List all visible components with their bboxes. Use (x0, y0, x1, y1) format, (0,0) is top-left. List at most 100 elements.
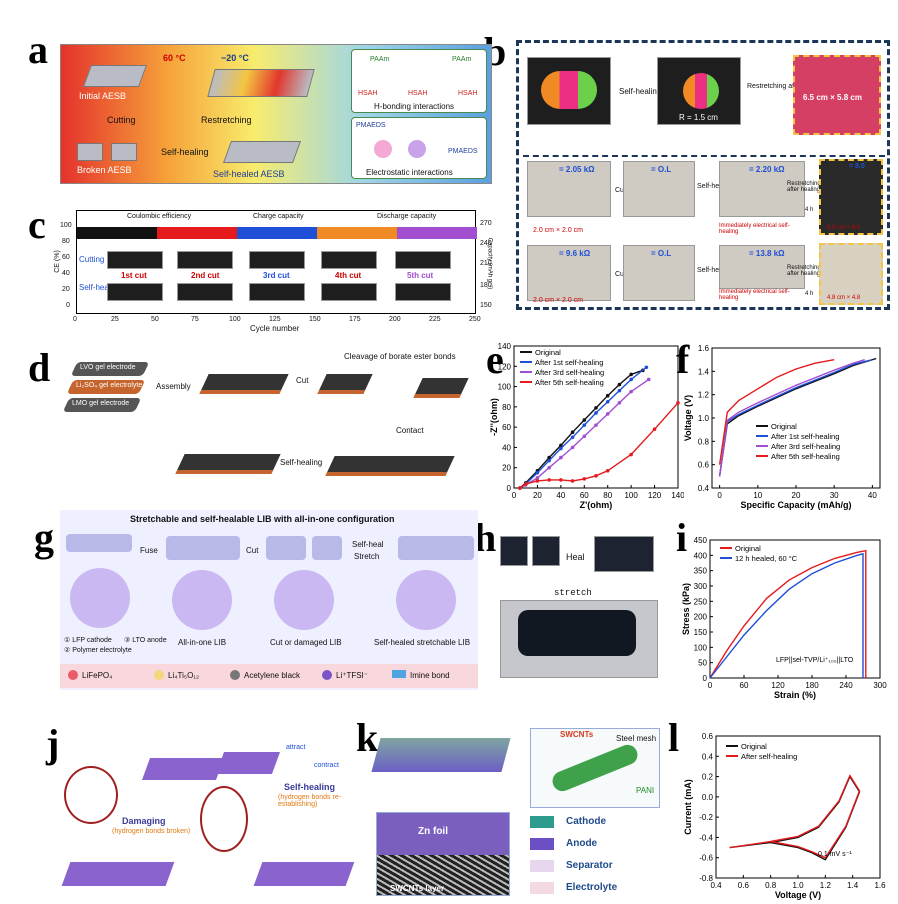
panel-label-h: h (474, 515, 497, 560)
label-hsah-2: HSAH (408, 90, 428, 97)
g-legend-bar (60, 664, 478, 688)
g-healed-label: Self-healed stretchable LIB (374, 638, 471, 647)
data-point (570, 445, 575, 450)
k-steel: Steel mesh (616, 734, 657, 743)
label-r2-res2: = 13.8 kΩ (749, 249, 785, 258)
g-circle-3 (274, 570, 334, 630)
panel-label-d: d (28, 345, 51, 390)
panel-k: SWCNTs Steel mesh PANI Zn foil SWCNTs la… (370, 722, 670, 898)
label-healed: Self-healed AESB (213, 169, 285, 179)
g-cut: Cut (246, 546, 259, 555)
label-r2-imm: Immediately electrical self-healing (719, 289, 790, 301)
g-legend-lto-dot (154, 670, 164, 680)
g-circle-1 (70, 568, 130, 628)
photo-c-3b (249, 283, 305, 301)
y-tick-label: -0.2 (699, 813, 713, 822)
k-zn-foil (377, 813, 509, 855)
panel-c: Coulombic efficiency Charge capacity Dis… (76, 210, 477, 314)
panel-label-k: k (356, 715, 379, 760)
y-tick-label: -0.4 (699, 833, 713, 842)
k-swcnts: SWCNTs (560, 730, 594, 739)
label-r1-dim2: 6.0 cm × 6.0 (827, 225, 861, 231)
label-contact: Contact (396, 426, 424, 435)
x-tick-label: 0.8 (765, 881, 777, 890)
data-point (570, 435, 575, 440)
x-tick-label: 0 (512, 491, 517, 500)
g-selfheal: Self-heal (352, 540, 384, 549)
c-xtick-2: 50 (151, 316, 159, 323)
data-point (629, 377, 633, 382)
series-line-1 (729, 774, 861, 859)
series-line-0 (519, 369, 644, 489)
y-tick-label: 1.0 (698, 414, 710, 423)
data-point (629, 389, 633, 394)
k-swatch-electrolyte (530, 882, 554, 894)
c-xtick-9: 225 (429, 316, 441, 323)
g-c3: ③ LTO anode (124, 637, 167, 644)
x-tick-label: 140 (671, 491, 684, 500)
k-swatch-anode (530, 838, 554, 850)
label-hsah-3: HSAH (458, 90, 478, 97)
photo-r1-meter (527, 161, 611, 217)
y-axis-label: Current (mA) (683, 779, 693, 835)
y-tick-label: 20 (502, 464, 511, 473)
x-tick-label: 1.2 (820, 881, 832, 890)
g-fuse: Fuse (140, 546, 158, 555)
panel-label-j: j (46, 721, 60, 766)
label-cut: Cut (296, 376, 309, 385)
label-r2-restretch: Restretching after healing (787, 265, 821, 277)
c-ytick-r-4: 150 (480, 302, 492, 309)
data-point (617, 388, 622, 393)
g-healed (398, 536, 474, 560)
legend-discharge: Discharge capacity (377, 213, 437, 220)
g-all: All-in-one LIB (178, 638, 227, 647)
c-xtick-0: 0 (73, 316, 77, 323)
c-ytick-r-2: 210 (480, 260, 492, 267)
label-r2-res1: = 9.6 kΩ (559, 249, 591, 258)
data-point (646, 377, 651, 382)
y-tick-label: 200 (694, 613, 708, 622)
label-selfhealing: Self-healing (161, 147, 209, 157)
j-sheet-bottom-left (61, 862, 175, 886)
photo-r2-open (623, 245, 695, 301)
electrostatic-box: PMAEDS PMAEDS Electrostatic interactions (351, 117, 487, 179)
label-paam-1: PAAm (370, 56, 390, 63)
ce-band-orange (317, 227, 397, 239)
ce-band-purple (397, 227, 477, 239)
label-selfhealing: Self-healing (79, 283, 122, 292)
label-lvo: LVO gel electrode (80, 364, 136, 371)
data-point (570, 479, 575, 483)
c-ytick-r-1: 240 (480, 240, 492, 247)
g-legend-li-dot (322, 670, 332, 680)
legend-label-0: Original (771, 422, 797, 431)
g-cut-left (266, 536, 306, 560)
c-ytick-l-2: 60 (62, 254, 70, 261)
label-radius: R = 1.5 cm (679, 113, 718, 122)
j-selfhealing: Self-healing (284, 782, 336, 792)
data-point (629, 452, 633, 457)
data-point (605, 412, 610, 416)
aesb-initial-sheet (82, 65, 148, 87)
label-r2-hours: 4 h (805, 291, 814, 297)
y-tick-label: 40 (502, 443, 511, 452)
y-tick-label: 100 (694, 643, 708, 652)
photo-c-1b (107, 283, 163, 301)
k-pani: PANI (636, 786, 655, 795)
label-hbond: H-bonding interactions (374, 102, 455, 111)
x-tick-label: 1.0 (792, 881, 804, 890)
g-legend-li: Li⁺TFSI⁻ (336, 671, 369, 680)
label-r1-restretch: Restretching after healing (787, 181, 821, 193)
y-tick-label: 1.4 (698, 367, 710, 376)
photo-c-3a (249, 251, 305, 269)
label-initial: Initial AESB (79, 91, 127, 101)
y-tick-label: 0.6 (702, 732, 714, 741)
battery-assembled (199, 374, 289, 394)
label-cleavage: Cleavage of borate ester bonds (344, 352, 456, 361)
c-xtick-10: 250 (469, 316, 481, 323)
x-axis-label: Voltage (V) (775, 890, 821, 900)
j-contract: contract (314, 762, 339, 769)
plot-frame (709, 539, 881, 679)
c-ytick-r-3: 180 (480, 282, 492, 289)
g-legend-lfp: LiFePO₄ (82, 671, 113, 680)
panel-label-f: f (676, 337, 690, 382)
